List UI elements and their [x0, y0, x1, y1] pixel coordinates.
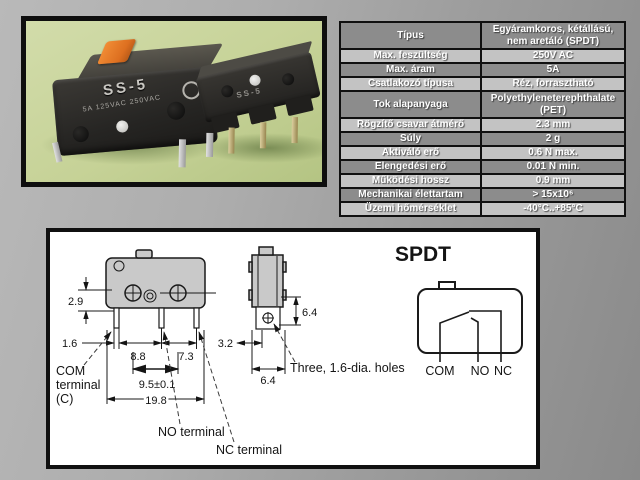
dim-mount-pitch: 9.5±0.1	[139, 379, 176, 391]
table-row: Rögzítő csavar átmérő 2.3 mm	[341, 117, 624, 131]
com-terminal-label: (C)	[56, 392, 73, 406]
com-pin	[113, 307, 120, 329]
switch-pin	[259, 122, 267, 149]
spec-label: Csatlakozó típusa	[341, 78, 482, 90]
spec-value: 250V AC	[532, 50, 574, 62]
no-contact-line	[470, 317, 479, 362]
spec-label: Mechanikai élettartam	[341, 189, 482, 201]
spec-label: Max. feszültség	[341, 50, 482, 62]
rivet	[115, 119, 129, 133]
front-dimensions: 2.9 1.6 8.8 7.3 9.5±0.1 19.8 COM termina…	[56, 277, 282, 457]
side-plunger-outline	[258, 246, 274, 256]
spec-value: 2 g	[545, 133, 561, 145]
nc-terminal-label: NC terminal	[216, 443, 282, 457]
rating-marking: 5A 125VAC 250VAC	[82, 94, 162, 114]
mounting-hole	[220, 84, 235, 99]
dim-pitch-com-no: 8.8	[130, 351, 145, 363]
model-marking: SS-5	[235, 86, 263, 100]
spec-label: Súly	[341, 133, 482, 145]
model-marking: SS-5	[101, 75, 150, 100]
mounting-hole	[72, 125, 90, 143]
spec-label: Aktiváló erő	[341, 147, 482, 159]
product-photo: SS-5 5A 125VAC 250VAC SS-5	[21, 16, 327, 187]
table-row: Üzemi hőmérséklet -40°C..+85°C	[341, 201, 624, 215]
switch-pin	[228, 127, 235, 154]
circuit-nc-label: NC	[494, 364, 512, 378]
front-view	[105, 249, 216, 329]
table-row: Mechanikai élettartam > 15x10⁶	[341, 187, 624, 201]
table-row: Max. feszültség 250V AC	[341, 48, 624, 62]
plunger-outline	[135, 249, 153, 259]
no-terminal-label: NO terminal	[158, 425, 225, 439]
table-row: Max. áram 5A	[341, 62, 624, 76]
table-row: Csatlakozó típusa Réz, forrasztható	[341, 76, 624, 90]
circuit-plunger-outline	[438, 281, 456, 290]
dim-body-width: 19.8	[145, 395, 166, 407]
spec-value: -40°C..+85°C	[523, 203, 583, 215]
circuit-no-label: NO	[471, 364, 490, 378]
spec-label: Üzemi hőmérséklet	[341, 203, 482, 215]
left-switch-front-face: SS-5 5A 125VAC 250VAC	[51, 66, 218, 157]
com-terminal-label: terminal	[56, 378, 100, 392]
side-dimensions: 6.4 3.2 6.4 Three, 1.6-dia. holes	[218, 296, 405, 387]
dim-side-height: 6.4	[302, 307, 317, 319]
dim-side-width: 6.4	[260, 375, 275, 387]
spec-value: 0.9 mm	[535, 175, 571, 187]
spec-label: Elengedési erő	[341, 161, 482, 173]
spec-label: Működési hossz	[341, 175, 482, 187]
circuit-com-label: COM	[425, 364, 454, 378]
spec-label: Típus	[341, 23, 482, 48]
circuit-body-outline	[417, 288, 523, 354]
side-body-outline	[251, 254, 284, 308]
dim-pin-width: 1.6	[62, 338, 77, 350]
spec-value: Réz, forrasztható	[512, 78, 594, 90]
dim-side-pin-offset: 3.2	[218, 338, 233, 350]
nc-pin	[193, 307, 200, 329]
switch-pin	[178, 139, 187, 168]
spec-value: > 15x10⁶	[532, 189, 574, 201]
spec-value: 0.6 N max.	[528, 147, 578, 159]
rivet	[248, 73, 262, 87]
hole-circle	[143, 289, 157, 303]
spec-label: Max. áram	[341, 64, 482, 76]
dim-pitch-no-nc: 7.3	[178, 351, 193, 363]
com-terminal-label: COM	[56, 364, 85, 378]
spec-value: Egyáramkoros, kétállású, nem aretáló (SP…	[492, 24, 614, 47]
mounting-hole	[166, 100, 186, 121]
spdt-title: SPDT	[395, 243, 451, 266]
mounting-hole	[280, 72, 296, 87]
spec-value: 5A	[546, 64, 560, 76]
switch-body-outline	[105, 257, 206, 309]
technical-drawing-panel: 2.9 1.6 8.8 7.3 9.5±0.1 19.8 COM termina…	[46, 228, 540, 469]
spec-value: 0.01 N min.	[526, 161, 580, 173]
table-row: Aktiváló erő 0.6 N max.	[341, 145, 624, 159]
table-row: Tok alapanyaga Polyethyleneterephthalate …	[341, 90, 624, 117]
table-row: Elengedési erő 0.01 N min.	[341, 159, 624, 173]
dimension-drawing: 2.9 1.6 8.8 7.3 9.5±0.1 19.8 COM termina…	[56, 243, 523, 457]
dim-pin-height: 2.9	[68, 296, 83, 308]
marking-circle	[113, 260, 125, 272]
holes-note-label: Three, 1.6-dia. holes	[290, 361, 405, 375]
table-row: Működési hossz 0.9 mm	[341, 173, 624, 187]
switch-pin	[291, 117, 298, 144]
side-view	[248, 246, 287, 330]
spdt-circuit: SPDT COM NO NC	[395, 243, 523, 378]
table-row: Típus Egyáramkoros, kétállású, nem aretál…	[341, 23, 624, 48]
no-pin	[158, 307, 165, 329]
nc-contact-line	[469, 310, 502, 362]
com-blade-line	[439, 311, 470, 362]
spec-value: Polyethyleneterephthalate (PET)	[490, 93, 616, 116]
spec-value: 2.3 mm	[535, 119, 571, 131]
spec-table: Típus Egyáramkoros, kétállású, nem aretál…	[339, 21, 626, 217]
spec-label: Tok alapanyaga	[341, 92, 482, 117]
spec-label: Rögzítő csavar átmérő	[341, 119, 482, 131]
table-row: Súly 2 g	[341, 131, 624, 145]
